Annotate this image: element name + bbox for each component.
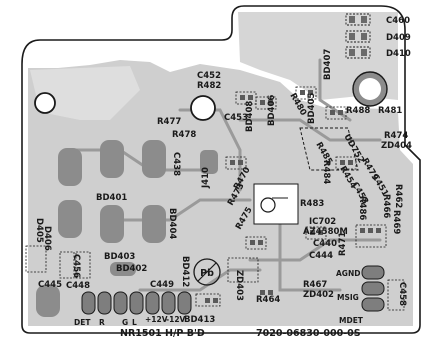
label-ic702: IC702	[309, 217, 336, 227]
label-j410: J410	[201, 167, 211, 189]
label-msig: MSIG	[337, 293, 359, 302]
label-r469: R469	[391, 210, 401, 234]
label-c438: C438	[171, 152, 181, 176]
top-right-parts	[345, 13, 371, 59]
label-r462: R462	[393, 184, 403, 208]
mounting-hole-left	[34, 92, 56, 114]
label-bd412: BD412	[180, 256, 190, 287]
label-c458: C458	[397, 282, 407, 306]
label-r482: R482	[197, 81, 221, 91]
label-bd413: BD413	[184, 315, 215, 325]
label-bd407: BD407	[323, 49, 333, 80]
label-c444: C444	[309, 251, 333, 261]
label-r464: R464	[256, 295, 280, 305]
large-pads	[36, 140, 218, 317]
label-bd408: BD408	[245, 101, 255, 132]
label-bd406: BD406	[267, 95, 277, 126]
label-r477: R477	[157, 117, 181, 127]
top-right-pads	[349, 16, 367, 56]
label-r466: R466	[381, 194, 391, 218]
label-bd405: BD405	[307, 93, 317, 124]
label-r483: R483	[300, 199, 324, 209]
label-r474: R474	[384, 131, 408, 141]
label-r488: R488	[346, 106, 370, 116]
label-d410: D410	[386, 49, 411, 59]
label-mdet: MDET	[339, 316, 364, 325]
label-bd402: BD402	[116, 264, 147, 274]
label-bd401: BD401	[96, 193, 127, 203]
label-az4580m: AZ4580M	[303, 227, 348, 237]
copper-pour-left	[30, 66, 140, 120]
connector-labels: DET R G L +12V -12V	[74, 315, 186, 327]
label-zd402: ZD402	[303, 290, 334, 300]
lead-free-text: Pb	[200, 268, 214, 279]
label-minus12v: -12V	[166, 315, 186, 324]
label-r-pin: R	[99, 318, 105, 327]
label-c448: C448	[66, 281, 90, 291]
label-r486: R486	[357, 196, 367, 220]
pin-header-pads	[361, 265, 385, 312]
label-bd404: BD404	[167, 208, 177, 239]
board-name: NR1501 H/P B'D	[120, 328, 205, 339]
label-c453: C453	[224, 113, 248, 123]
label-r481: R481	[378, 106, 402, 116]
label-c445: C445	[38, 280, 62, 290]
label-g-pin: G	[122, 318, 128, 327]
label-bd403: BD403	[104, 252, 135, 262]
copper-pour-main	[28, 60, 413, 326]
label-c456: C456	[71, 254, 81, 278]
mounting-hole-mid	[190, 95, 216, 121]
smd-pads	[205, 90, 381, 303]
connector-pads	[81, 291, 192, 315]
label-zd403: ZD403	[234, 270, 244, 301]
label-r484: R484	[321, 160, 331, 184]
pin-labels: AGND MSIG MDET	[336, 269, 364, 325]
ic-ud752-outline	[299, 127, 359, 171]
label-d405: D405	[34, 218, 44, 243]
label-l-pin: L	[132, 318, 137, 327]
label-zd404: ZD404	[381, 141, 412, 151]
label-c452: C452	[197, 71, 221, 81]
ic702-mark	[260, 197, 276, 213]
board-part-number: 7020-06830-000-0S	[256, 328, 361, 339]
mounting-hole-right	[359, 78, 381, 100]
label-agnd: AGND	[336, 269, 360, 278]
label-plus12v: +12V	[145, 315, 168, 324]
label-d409: D409	[386, 33, 411, 43]
label-r471: R471	[338, 232, 348, 256]
label-det: DET	[74, 318, 91, 327]
c458-outline	[387, 279, 405, 311]
label-c449: C449	[150, 280, 174, 290]
label-c440: C440	[313, 239, 337, 249]
label-r478: R478	[172, 130, 196, 140]
lead-free-circle	[193, 258, 221, 286]
label-r467: R467	[303, 280, 327, 290]
component-outlines	[25, 86, 387, 307]
label-c460: C460	[386, 16, 410, 26]
lead-free-slash	[197, 262, 217, 282]
label-d406: D406	[42, 226, 52, 251]
